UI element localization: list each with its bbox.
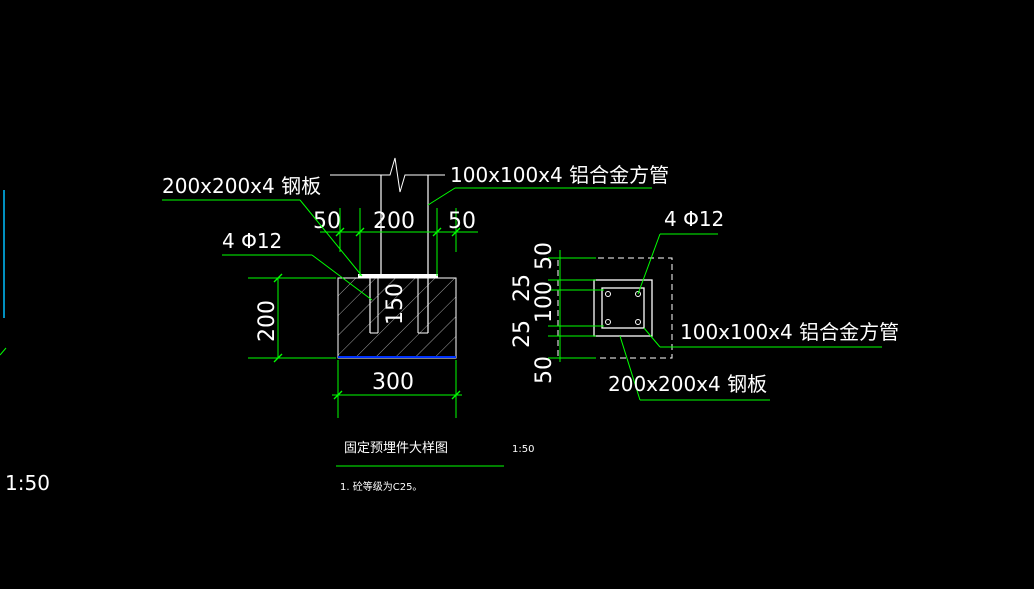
section-view: 50 200 50 150 200 300 200x200x4 钢板 4 Φ12… <box>162 157 669 418</box>
plan-aluminum-tube <box>601 287 645 329</box>
plan-dim-4: 25 <box>510 320 535 348</box>
section-label-aluminum-tube: 100x100x4 铝合金方管 <box>450 163 669 187</box>
dim-top-right: 50 <box>448 209 476 234</box>
plan-label-aluminum-tube: 100x100x4 铝合金方管 <box>680 320 899 344</box>
section-label-rebar: 4 Φ12 <box>222 229 282 253</box>
caption-title: 固定预埋件大样图 <box>344 441 448 456</box>
plan-outline-dashed <box>557 257 673 359</box>
dim-width: 300 <box>372 370 414 395</box>
plan-view: 50 25 100 25 50 4 Φ12 100x100x4 铝合金方管 20… <box>510 207 899 401</box>
left-scale-label: 1:50 <box>5 471 50 495</box>
dim-embed: 150 <box>383 283 408 325</box>
caption-scale: 1:50 <box>512 444 534 455</box>
left-edge-fragment: 1:50 <box>0 190 50 495</box>
plan-dim-2: 25 <box>510 274 535 302</box>
dim-height: 200 <box>255 300 280 342</box>
plan-label-steel-plate: 200x200x4 钢板 <box>608 372 767 396</box>
caption-note: 1. 砼等级为C25。 <box>340 480 422 493</box>
plan-dim-3: 100 <box>532 281 557 323</box>
caption: 固定预埋件大样图 1:50 1. 砼等级为C25。 <box>336 441 534 493</box>
plan-dim-5: 50 <box>532 356 557 384</box>
plan-steel-plate <box>593 279 653 337</box>
plan-dim-1: 50 <box>532 242 557 270</box>
plan-label-rebar: 4 Φ12 <box>664 207 724 231</box>
dim-top-mid: 200 <box>373 209 415 234</box>
section-label-steel-plate: 200x200x4 钢板 <box>162 174 321 198</box>
steel-plate <box>358 274 438 278</box>
break-line <box>330 157 445 193</box>
